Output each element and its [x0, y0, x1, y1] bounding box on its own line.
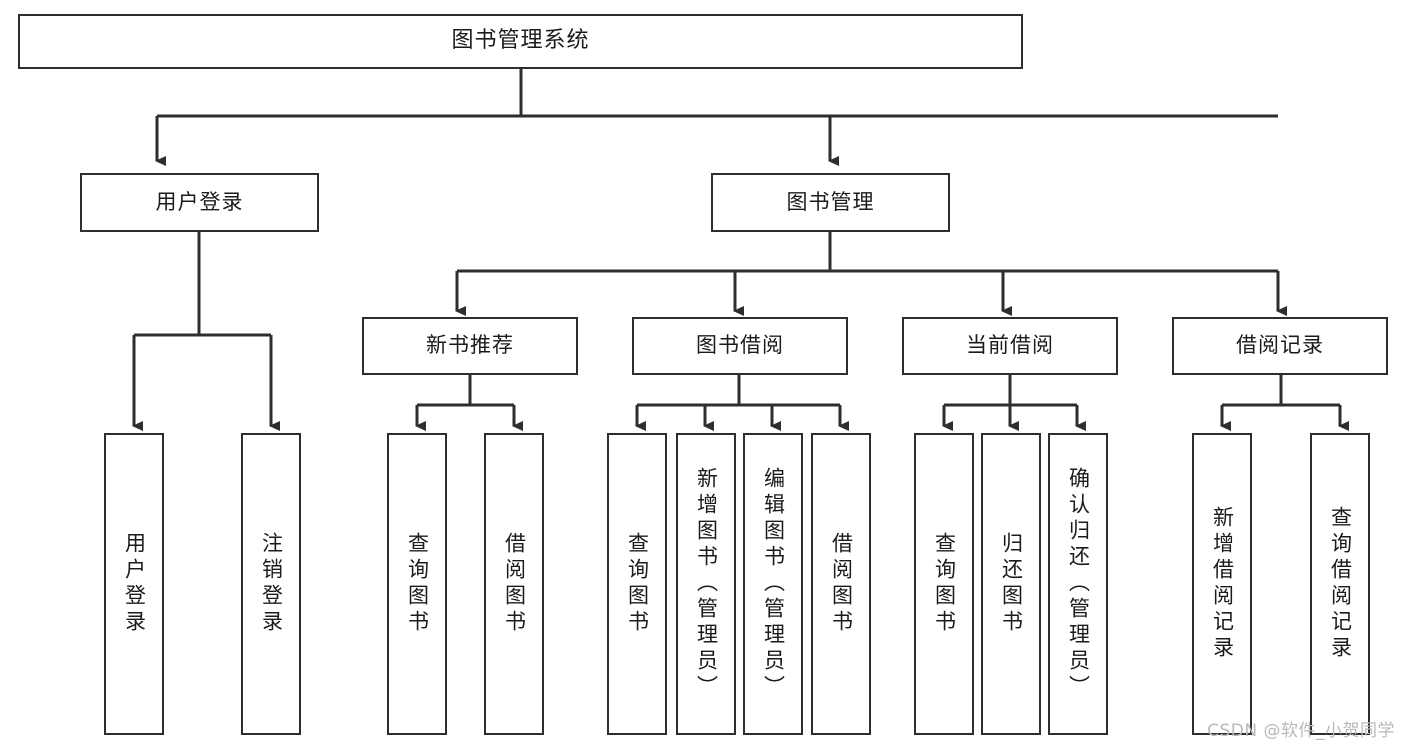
leaf-label: 查询图书	[405, 532, 430, 636]
leaf-recommend-borrow-book[interactable]: 借阅图书	[484, 433, 544, 735]
node-label: 当前借阅	[966, 333, 1054, 358]
leaf-record-add-record[interactable]: 新增借阅记录	[1192, 433, 1252, 735]
leaf-label: 新增借阅记录	[1210, 506, 1235, 662]
leaf-user-login[interactable]: 用户登录	[104, 433, 164, 735]
leaf-label: 借阅图书	[829, 532, 854, 636]
node-label: 新书推荐	[426, 333, 514, 358]
leaf-current-confirm-return-admin[interactable]: 确认归还（管理员）	[1048, 433, 1108, 735]
node-user-login[interactable]: 用户登录	[80, 173, 319, 232]
leaf-user-logout[interactable]: 注销登录	[241, 433, 301, 735]
leaf-borrow-edit-book-admin[interactable]: 编辑图书（管理员）	[743, 433, 803, 735]
leaf-label: 查询图书	[932, 532, 957, 636]
leaf-recommend-query-book[interactable]: 查询图书	[387, 433, 447, 735]
node-label: 用户登录	[155, 189, 244, 214]
node-label: 图书管理系统	[451, 28, 590, 54]
leaf-borrow-borrow-book[interactable]: 借阅图书	[811, 433, 871, 735]
node-borrow-record[interactable]: 借阅记录	[1172, 317, 1388, 375]
node-label: 图书借阅	[696, 333, 784, 358]
leaf-label: 用户登录	[122, 532, 147, 636]
leaf-label: 确认归还（管理员）	[1066, 467, 1091, 701]
node-current-borrow[interactable]: 当前借阅	[902, 317, 1118, 375]
leaf-current-query-book[interactable]: 查询图书	[914, 433, 974, 735]
leaf-label: 归还图书	[999, 532, 1024, 636]
leaf-label: 查询图书	[625, 532, 650, 636]
node-label: 图书管理	[786, 189, 875, 214]
node-root-system[interactable]: 图书管理系统	[18, 14, 1023, 69]
leaf-label: 编辑图书（管理员）	[761, 467, 786, 701]
node-label: 借阅记录	[1236, 333, 1324, 358]
leaf-label: 新增图书（管理员）	[694, 467, 719, 701]
leaf-borrow-query-book[interactable]: 查询图书	[607, 433, 667, 735]
leaf-label: 查询借阅记录	[1328, 506, 1353, 662]
leaf-label: 注销登录	[259, 532, 284, 636]
node-book-borrow[interactable]: 图书借阅	[632, 317, 848, 375]
leaf-borrow-add-book-admin[interactable]: 新增图书（管理员）	[676, 433, 736, 735]
node-book-management[interactable]: 图书管理	[711, 173, 950, 232]
leaf-label: 借阅图书	[502, 532, 527, 636]
node-new-book-recommend[interactable]: 新书推荐	[362, 317, 578, 375]
leaf-current-return-book[interactable]: 归还图书	[981, 433, 1041, 735]
watermark: CSDN @软件_小贺同学	[1207, 721, 1395, 741]
leaf-record-query-record[interactable]: 查询借阅记录	[1310, 433, 1370, 735]
